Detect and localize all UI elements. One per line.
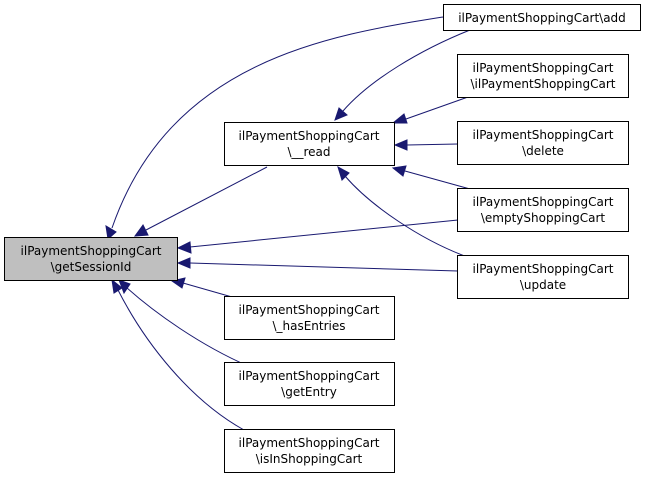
node-isInShoppingCart-line2: \isInShoppingCart — [256, 452, 363, 466]
node-read-line2: \__read — [287, 145, 330, 159]
edge-hasEntries-to-getSessionId — [170, 277, 233, 298]
node-delete-line1: ilPaymentShoppingCart — [473, 128, 614, 142]
node-add[interactable]: ilPaymentShoppingCart\add — [443, 4, 641, 31]
node-read[interactable]: ilPaymentShoppingCart \__read — [224, 122, 395, 166]
node-getSessionId[interactable]: ilPaymentShoppingCart \getSessionId — [4, 237, 178, 281]
node-getEntry-line2: \getEntry — [281, 385, 337, 399]
node-delete[interactable]: ilPaymentShoppingCart \delete — [457, 121, 629, 165]
edge-isInShoppingCart-to-getSessionId — [111, 278, 245, 431]
node-read-line1: ilPaymentShoppingCart — [239, 129, 380, 143]
node-delete-line2: \delete — [522, 144, 564, 158]
edge-constructor-to-read — [391, 96, 469, 124]
edge-read-to-getSessionId — [133, 166, 268, 237]
node-constructor-line2: \ilPaymentShoppingCart — [471, 77, 616, 91]
edge-delete-to-read — [393, 139, 459, 151]
edge-update-to-read — [337, 165, 471, 259]
node-isInShoppingCart-line1: ilPaymentShoppingCart — [239, 436, 380, 450]
node-update[interactable]: ilPaymentShoppingCart \update — [457, 255, 629, 299]
edge-update-to-getSessionId — [176, 257, 459, 272]
node-emptyShoppingCart-line2: \emptyShoppingCart — [481, 211, 606, 225]
node-hasEntries[interactable]: ilPaymentShoppingCart \_hasEntries — [224, 296, 395, 340]
node-emptyShoppingCart-line1: ilPaymentShoppingCart — [473, 195, 614, 209]
node-emptyShoppingCart[interactable]: ilPaymentShoppingCart \emptyShoppingCart — [457, 188, 629, 232]
node-getSessionId-line2: \getSessionId — [51, 260, 132, 274]
node-getEntry[interactable]: ilPaymentShoppingCart \getEntry — [224, 362, 395, 406]
node-add-line1: ilPaymentShoppingCart\add — [458, 11, 626, 25]
node-constructor[interactable]: ilPaymentShoppingCart \ilPaymentShopping… — [457, 54, 629, 98]
node-constructor-line1: ilPaymentShoppingCart — [473, 61, 614, 75]
edge-emptyShoppingCart-to-read — [391, 165, 471, 190]
node-getSessionId-line1: ilPaymentShoppingCart — [21, 244, 162, 258]
edge-add-to-getSessionId — [105, 16, 444, 240]
node-isInShoppingCart[interactable]: ilPaymentShoppingCart \isInShoppingCart — [224, 429, 395, 473]
edge-add-to-read — [334, 29, 471, 121]
node-hasEntries-line1: ilPaymentShoppingCart — [239, 303, 380, 317]
edge-getEntry-to-getSessionId — [118, 279, 249, 367]
node-getEntry-line1: ilPaymentShoppingCart — [239, 369, 380, 383]
node-update-line2: \update — [520, 278, 566, 292]
node-update-line1: ilPaymentShoppingCart — [473, 262, 614, 276]
node-hasEntries-line2: \_hasEntries — [272, 319, 345, 333]
edge-emptyShoppingCart-to-getSessionId — [176, 219, 459, 254]
